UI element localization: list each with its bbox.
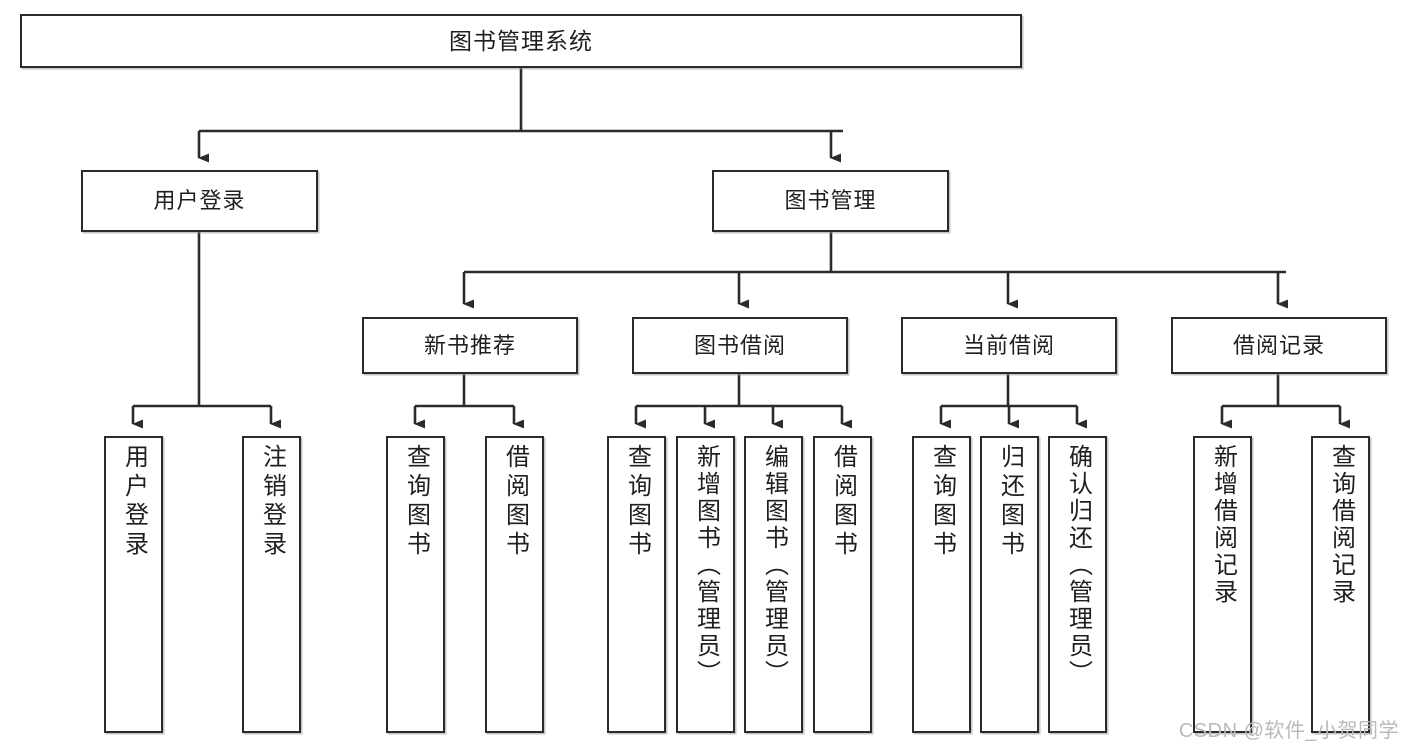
node-book-manage[interactable]: 图书管理 bbox=[712, 170, 949, 232]
leaf-query-borrow-record-label: 查询借阅记录 bbox=[1327, 444, 1355, 606]
leaf-query-book-1[interactable]: 查询图书 bbox=[386, 436, 445, 733]
leaf-user-login[interactable]: 用户登录 bbox=[104, 436, 163, 733]
leaf-return-book[interactable]: 归还图书 bbox=[980, 436, 1039, 733]
leaf-query-book-2[interactable]: 查询图书 bbox=[607, 436, 666, 733]
leaf-borrow-book-1-label: 借阅图书 bbox=[501, 444, 529, 560]
node-borrow-record-label: 借阅记录 bbox=[1232, 332, 1325, 358]
leaf-query-book-2-label: 查询图书 bbox=[623, 444, 651, 560]
leaf-add-book-label: 新增图书（管理员） bbox=[692, 444, 720, 687]
leaf-edit-book[interactable]: 编辑图书（管理员） bbox=[744, 436, 803, 733]
node-book-borrow[interactable]: 图书借阅 bbox=[632, 317, 848, 374]
leaf-confirm-return-label: 确认归还（管理员） bbox=[1064, 444, 1092, 687]
leaf-add-book[interactable]: 新增图书（管理员） bbox=[676, 436, 735, 733]
node-root-label: 图书管理系统 bbox=[449, 27, 593, 54]
node-user-login-label: 用户登录 bbox=[153, 188, 246, 214]
node-new-book-recommend[interactable]: 新书推荐 bbox=[362, 317, 578, 374]
leaf-query-book-3-label: 查询图书 bbox=[928, 444, 956, 560]
leaf-edit-book-label: 编辑图书（管理员） bbox=[760, 444, 788, 687]
node-current-borrow-label: 当前借阅 bbox=[962, 332, 1055, 358]
leaf-query-book-3[interactable]: 查询图书 bbox=[912, 436, 971, 733]
leaf-user-login-label: 用户登录 bbox=[120, 444, 148, 560]
leaf-confirm-return[interactable]: 确认归还（管理员） bbox=[1048, 436, 1107, 733]
node-book-manage-label: 图书管理 bbox=[784, 188, 877, 214]
leaf-logout-login-label: 注销登录 bbox=[258, 444, 286, 560]
leaf-query-borrow-record[interactable]: 查询借阅记录 bbox=[1311, 436, 1370, 733]
node-user-login[interactable]: 用户登录 bbox=[81, 170, 318, 232]
node-book-borrow-label: 图书借阅 bbox=[693, 332, 786, 358]
leaf-add-borrow-record-label: 新增借阅记录 bbox=[1209, 444, 1237, 606]
leaf-query-book-1-label: 查询图书 bbox=[402, 444, 430, 560]
leaf-borrow-book-2[interactable]: 借阅图书 bbox=[813, 436, 872, 733]
node-new-book-recommend-label: 新书推荐 bbox=[423, 332, 516, 358]
node-borrow-record[interactable]: 借阅记录 bbox=[1171, 317, 1387, 374]
leaf-borrow-book-2-label: 借阅图书 bbox=[829, 444, 857, 560]
leaf-logout-login[interactable]: 注销登录 bbox=[242, 436, 301, 733]
leaf-add-borrow-record[interactable]: 新增借阅记录 bbox=[1193, 436, 1252, 733]
node-root[interactable]: 图书管理系统 bbox=[20, 14, 1022, 68]
node-current-borrow[interactable]: 当前借阅 bbox=[901, 317, 1117, 374]
leaf-borrow-book-1[interactable]: 借阅图书 bbox=[485, 436, 544, 733]
leaf-return-book-label: 归还图书 bbox=[996, 444, 1024, 560]
